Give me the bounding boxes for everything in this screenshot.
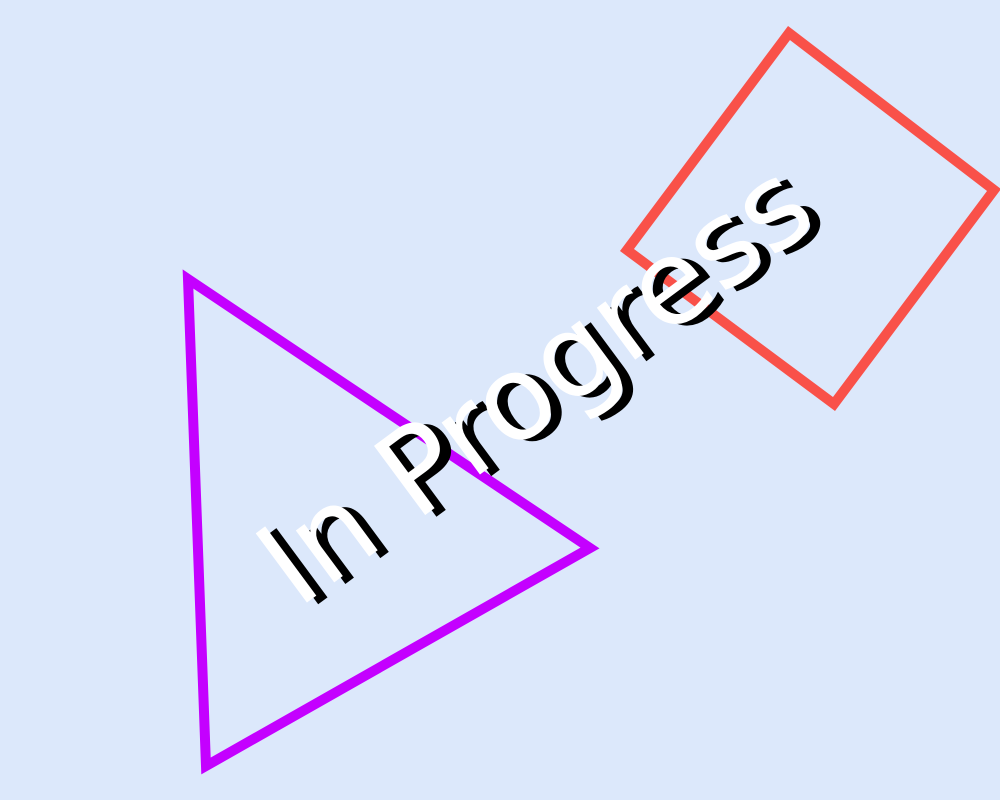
triangle-outline [182, 269, 600, 775]
square-outline [619, 25, 1000, 411]
